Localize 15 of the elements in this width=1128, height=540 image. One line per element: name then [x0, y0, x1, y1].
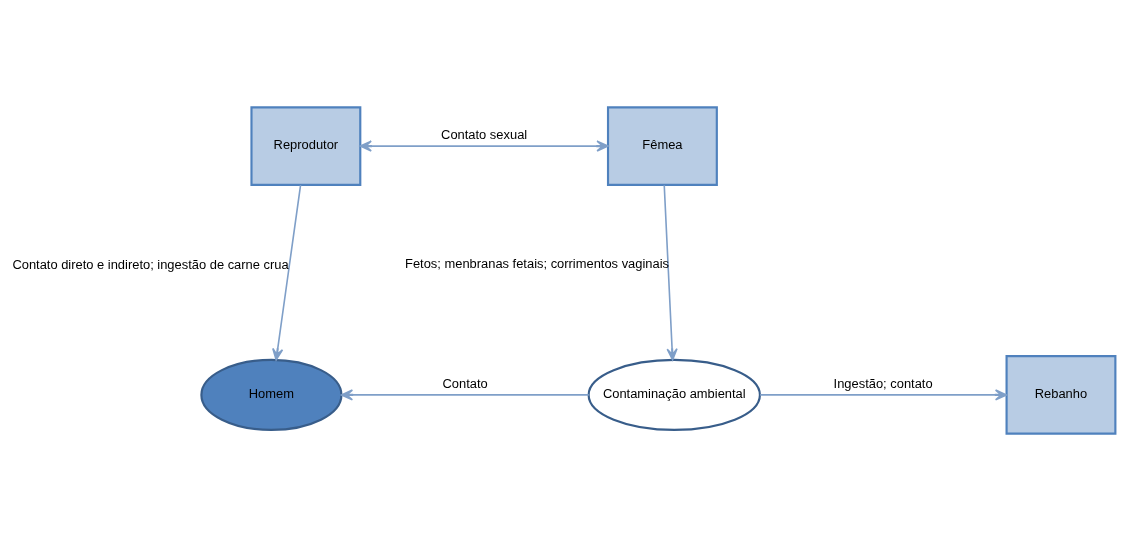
- node-ellipse: Homem: [200, 358, 343, 431]
- arrow: [359, 139, 609, 152]
- node-box: Rebanho: [1005, 354, 1117, 435]
- edge-label: Ingestão; contato: [833, 375, 933, 391]
- node-box: Reprodutor: [250, 105, 362, 186]
- edge-label: Contato direto e indireto; ingestão de carne crua: [12, 256, 289, 272]
- edge-label: Contato sexual: [441, 126, 528, 142]
- node-ellipse: Contaminação ambiental: [587, 358, 761, 431]
- arrow: [759, 388, 1008, 401]
- edge-label: Fetos; menbranas fetais; corrimentos vaginais: [405, 255, 669, 271]
- edge-label: Contato: [442, 375, 488, 391]
- arrow: [663, 183, 678, 361]
- arrow: [340, 388, 590, 401]
- node-box: Fêmea: [606, 105, 718, 186]
- arrow: [272, 183, 302, 361]
